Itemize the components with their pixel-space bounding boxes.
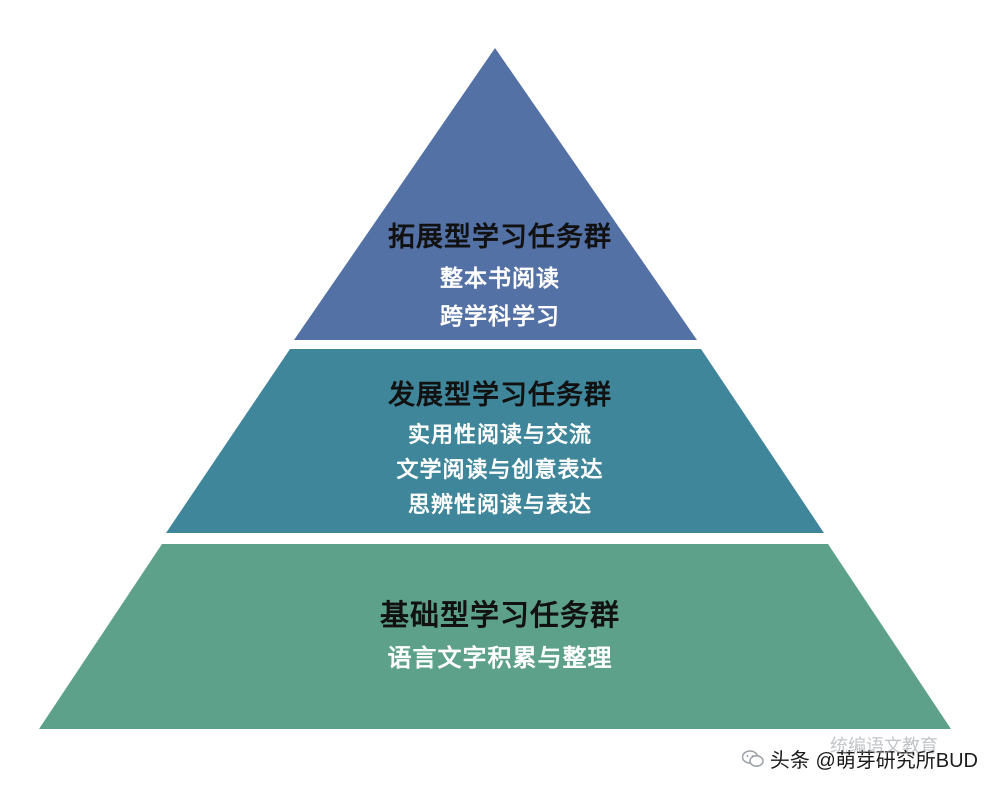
middle-layer-item-1: 实用性阅读与交流 xyxy=(407,423,592,448)
wechat-icon xyxy=(741,749,764,768)
watermark: 统编语文教育 头条 @萌芽研究所BUD xyxy=(741,736,978,773)
pyramid-layer-bottom xyxy=(39,544,951,729)
bottom-layer-text: 基础型学习任务群 语言文字积累与整理 xyxy=(0,592,1000,678)
pyramid-layer-top xyxy=(294,48,697,340)
bottom-layer-item-1: 语言文字积累与整理 xyxy=(387,644,613,672)
top-layer-text: 拓展型学习任务群 整本书阅读 跨学科学习 xyxy=(0,216,1000,336)
watermark-faded-text: 统编语文教育 xyxy=(830,736,938,756)
middle-layer-text: 发展型学习任务群 实用性阅读与交流 文学阅读与创意表达 思辨性阅读与表达 xyxy=(0,374,1000,523)
middle-layer-title: 发展型学习任务群 xyxy=(388,380,612,411)
watermark-text: 头条 @萌芽研究所BUD xyxy=(769,750,978,772)
top-layer-item-1: 整本书阅读 xyxy=(440,266,560,292)
pyramid-layer-middle xyxy=(166,349,824,533)
middle-layer-item-3: 思辨性阅读与表达 xyxy=(407,493,592,518)
bottom-layer-title: 基础型学习任务群 xyxy=(379,598,620,632)
top-layer-item-2: 跨学科学习 xyxy=(440,304,560,330)
middle-layer-item-2: 文学阅读与创意表达 xyxy=(396,458,604,483)
top-layer-title: 拓展型学习任务群 xyxy=(388,222,612,253)
